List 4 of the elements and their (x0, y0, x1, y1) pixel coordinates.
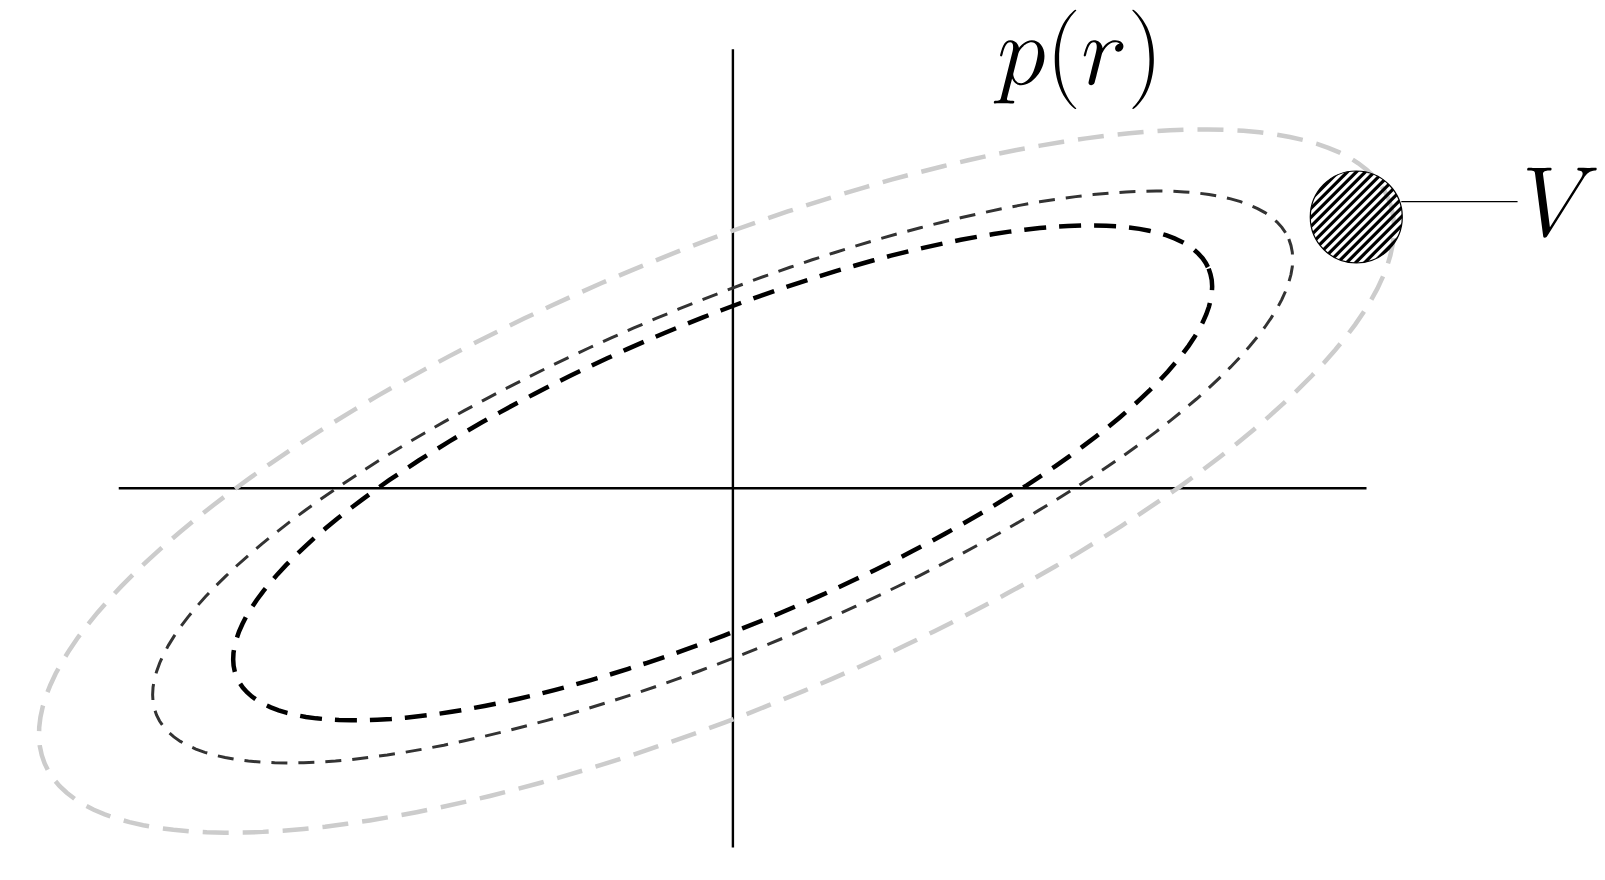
leader-line (1400, 200, 1519, 203)
variable-label: $V$ (1527, 167, 1597, 238)
function-label: $p(r)$ (993, 9, 1154, 109)
hatched-circle (1309, 170, 1403, 264)
